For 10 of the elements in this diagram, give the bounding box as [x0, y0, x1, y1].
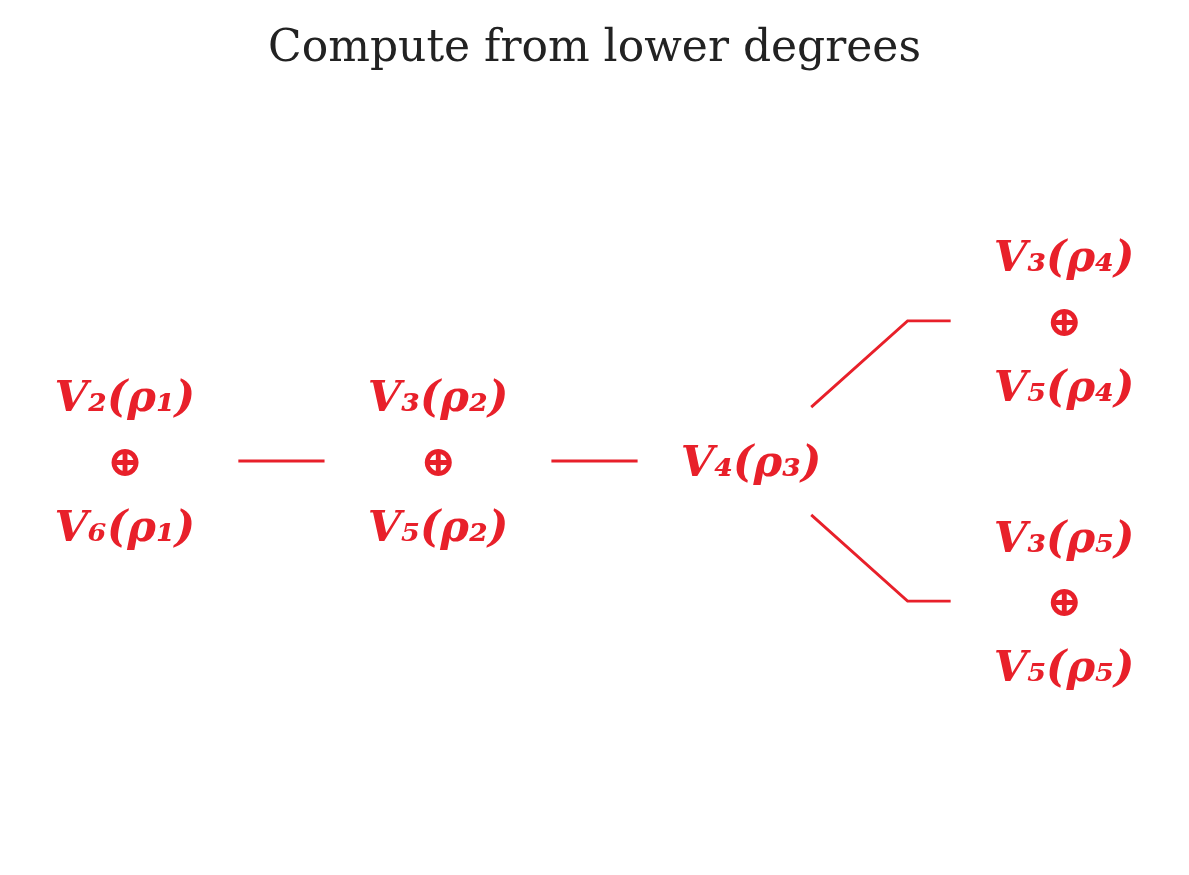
node-text: V₄(ρ₃): [680, 435, 822, 487]
node-text: V₂(ρ₁) ⊕ V₆(ρ₁): [54, 371, 196, 551]
connector: [238, 459, 325, 463]
connector: [810, 513, 951, 603]
node-text: V₃(ρ₂) ⊕ V₅(ρ₂): [367, 371, 509, 551]
connector: [810, 319, 951, 409]
connector: [551, 459, 638, 463]
node-text: V₃(ρ₅) ⊕ V₅(ρ₅): [993, 511, 1135, 691]
diagram-title: Compute from lower degrees: [267, 20, 922, 71]
node-text: V₃(ρ₄) ⊕ V₅(ρ₄): [993, 231, 1135, 411]
